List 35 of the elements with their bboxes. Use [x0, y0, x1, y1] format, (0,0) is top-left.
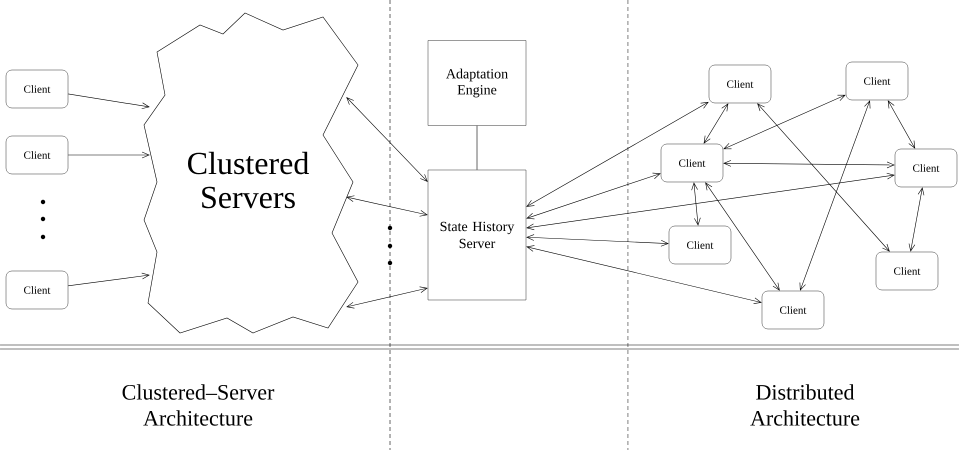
arrow	[526, 245, 762, 304]
client-box: Client	[6, 136, 68, 174]
arrow	[704, 103, 728, 144]
client-box: Client	[6, 270, 68, 310]
client-box: Client	[660, 144, 724, 182]
arrow	[68, 94, 150, 110]
section-caption: Clustered–Server Architecture	[122, 384, 274, 426]
arrow	[691, 182, 701, 226]
connector-line	[476, 125, 478, 170]
client-box: Client	[708, 64, 772, 104]
arrow	[346, 195, 428, 217]
client-box: Client	[762, 290, 824, 330]
client-box: Client	[876, 252, 938, 290]
arrow	[346, 286, 428, 308]
arrow	[723, 94, 846, 150]
client-box: Client	[894, 148, 958, 188]
arrow	[526, 172, 895, 230]
arrow	[346, 97, 428, 182]
client-box: Client	[668, 226, 732, 264]
arrow	[705, 182, 780, 291]
server-box: State History Server	[428, 170, 526, 300]
client-box: Client	[6, 70, 68, 108]
arrow	[757, 103, 890, 252]
client-box: Client	[846, 62, 908, 100]
arrow	[68, 152, 150, 158]
arrow	[908, 187, 924, 252]
arrow	[888, 100, 916, 149]
arrow	[526, 102, 709, 207]
arrow	[800, 100, 870, 291]
section-caption: Distributed Architecture	[750, 384, 860, 426]
process-box: Adaptation Engine	[428, 40, 526, 126]
arrow	[723, 160, 895, 168]
arrow	[68, 272, 150, 286]
arrow	[526, 172, 661, 220]
arrow	[526, 234, 669, 247]
